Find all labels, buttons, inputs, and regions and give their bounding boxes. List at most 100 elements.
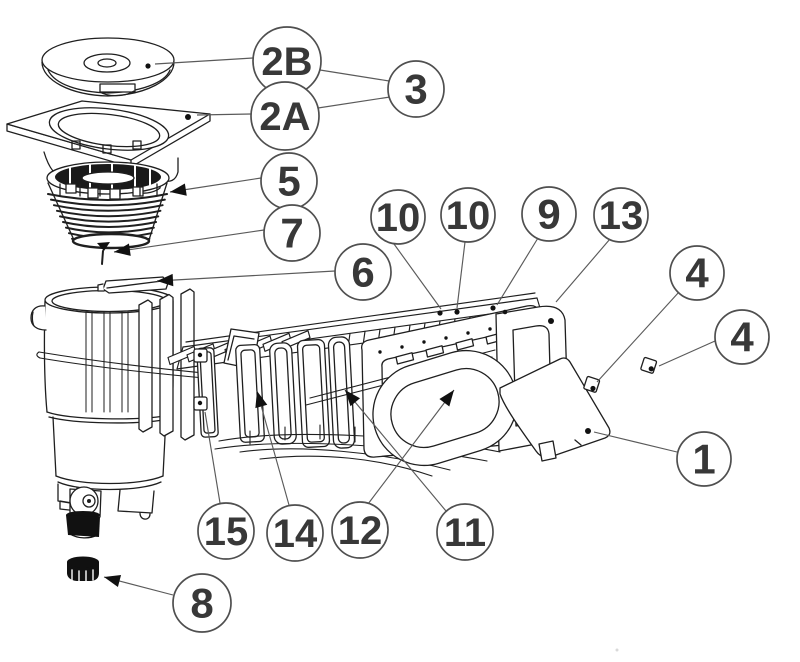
leader-line-2A xyxy=(317,96,391,109)
frame-12 xyxy=(296,338,331,448)
callout-label: 10 xyxy=(376,196,421,240)
leader-line-4a xyxy=(596,291,680,383)
callout-circle xyxy=(250,81,320,151)
leader-arrowhead xyxy=(157,273,174,287)
callout-label: 2B xyxy=(261,40,312,84)
line-art xyxy=(6,37,658,652)
callout-label: 4 xyxy=(730,314,754,361)
callout-label: 1 xyxy=(692,436,715,483)
collar-slot xyxy=(395,352,415,365)
basket-rib xyxy=(47,193,168,201)
callout-circle xyxy=(266,504,324,562)
bolt-dot xyxy=(378,350,382,354)
collar-slot xyxy=(425,345,445,358)
leader-line-2B xyxy=(319,69,390,82)
leader-line-2A xyxy=(196,113,252,116)
bolt-dot xyxy=(444,336,448,340)
callout-10b: 10 xyxy=(440,187,496,243)
callout-10a: 10 xyxy=(370,189,426,245)
basket-rib xyxy=(62,221,157,228)
throat-fin-stack xyxy=(138,288,195,441)
callout-circle xyxy=(263,204,321,262)
leader-arrowhead xyxy=(114,243,131,256)
bolt-dot xyxy=(502,309,508,315)
leader-arrowhead xyxy=(345,390,361,407)
body-step xyxy=(46,411,171,420)
basket-rib xyxy=(59,215,160,223)
collar-slot xyxy=(455,338,475,351)
callout-9: 9 xyxy=(521,186,577,242)
plate-screw xyxy=(185,114,191,120)
throat-fin xyxy=(180,288,195,441)
leader-line-6 xyxy=(156,270,336,282)
bolt-dot xyxy=(437,310,443,316)
callout-4b: 4 xyxy=(714,309,770,365)
callout-8: 8 xyxy=(172,573,232,633)
leader-line-15 xyxy=(204,411,221,504)
callout-label: 3 xyxy=(404,66,427,113)
frame-15 xyxy=(193,347,219,438)
leader-line-13 xyxy=(555,238,611,303)
strap-band xyxy=(36,351,216,380)
callout-label: 13 xyxy=(599,194,644,238)
callout-label: 7 xyxy=(280,210,303,257)
callout-label: 11 xyxy=(444,511,486,555)
bolt-dot xyxy=(400,345,404,349)
bolt-dot xyxy=(454,309,460,315)
callout-circle xyxy=(334,243,392,301)
handle xyxy=(97,276,169,294)
callout-1: 1 xyxy=(676,431,732,487)
leader-line-1 xyxy=(593,431,678,453)
basket-rib xyxy=(50,198,166,207)
rail-tick xyxy=(362,330,366,343)
callout-15: 15 xyxy=(197,502,255,560)
side-stub xyxy=(30,305,47,331)
bolt-dot xyxy=(548,318,554,324)
basket-rib xyxy=(56,209,162,218)
callout-4a: 4 xyxy=(669,245,725,301)
throat-fin xyxy=(159,293,174,437)
leader-line-2B xyxy=(154,57,254,65)
weir-door-11 xyxy=(372,349,518,467)
flap-door-1 xyxy=(499,357,611,462)
callout-label: 6 xyxy=(351,249,374,296)
callout-2B: 2B xyxy=(252,26,322,96)
leader-arrowhead xyxy=(170,183,187,196)
clip-4-left xyxy=(583,375,601,393)
bolt-dot xyxy=(585,428,591,434)
callout-label: 12 xyxy=(338,509,383,553)
callout-circle xyxy=(436,503,494,561)
callout-circle xyxy=(676,431,732,487)
callout-6: 6 xyxy=(334,243,392,301)
basket-rib xyxy=(65,226,155,234)
clip-4-right xyxy=(640,356,658,374)
lid-2b xyxy=(41,37,175,97)
leader-line-10b xyxy=(456,241,466,309)
callout-circle xyxy=(370,189,426,245)
callout-12: 12 xyxy=(331,501,389,559)
door-foot xyxy=(538,440,557,462)
leader-arrowhead xyxy=(255,391,268,409)
callout-label: 8 xyxy=(190,580,213,627)
speck xyxy=(615,648,619,652)
drain-plug-8 xyxy=(67,556,99,582)
lid-cap xyxy=(83,53,131,73)
callout-label: 14 xyxy=(273,512,318,556)
leader-line-7 xyxy=(113,229,265,253)
leader-line-14 xyxy=(256,390,290,506)
foot xyxy=(117,489,155,514)
throat-fin xyxy=(138,299,153,433)
callout-13: 13 xyxy=(593,187,649,243)
skimmer-body xyxy=(30,286,174,539)
callout-5: 5 xyxy=(260,152,318,210)
callout-2A: 2A xyxy=(250,81,320,151)
callout-circle xyxy=(197,502,255,560)
bolt-dot xyxy=(466,331,470,335)
gasket-10-front xyxy=(269,342,297,445)
leader-lines xyxy=(103,57,716,596)
bolt-dot xyxy=(488,327,492,331)
callout-circle xyxy=(714,309,770,365)
callout-label: 4 xyxy=(685,250,709,297)
